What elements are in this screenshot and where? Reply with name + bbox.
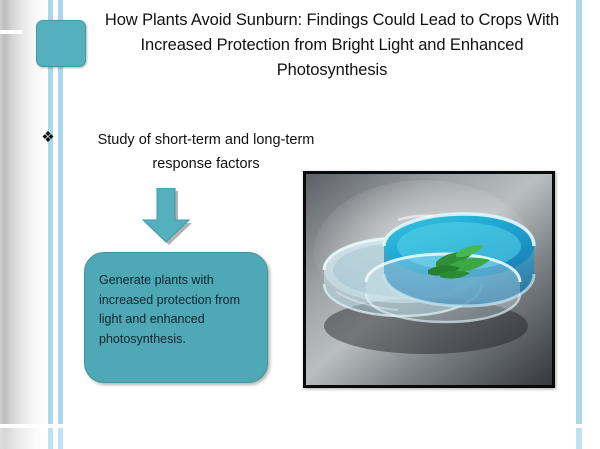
diamond-bullet-icon: ❖	[41, 129, 55, 146]
callout-box: Generate plants with increased protectio…	[84, 252, 268, 383]
accent-stripe-right-reflection	[576, 428, 582, 449]
accent-stripe-left-inner	[48, 0, 53, 424]
accent-stripe-left-outer	[58, 0, 63, 424]
accent-stripe-left-outer-reflection	[58, 428, 63, 449]
left-panel-reflection	[0, 428, 46, 449]
left-decorative-panel	[0, 0, 46, 424]
slide-title: How Plants Avoid Sunburn: Findings Could…	[104, 11, 560, 79]
bullet-item-label: Study of short-term and long-term respon…	[97, 132, 315, 172]
accent-stripe-left-inner-reflection	[48, 428, 53, 449]
teal-square-decoration	[36, 20, 86, 67]
accent-stripe-right	[576, 0, 582, 424]
panel-notch	[0, 30, 22, 34]
petri-dish-photo	[303, 171, 555, 388]
down-arrow-icon	[139, 188, 201, 250]
callout-text: Generate plants with increased protectio…	[99, 273, 241, 346]
